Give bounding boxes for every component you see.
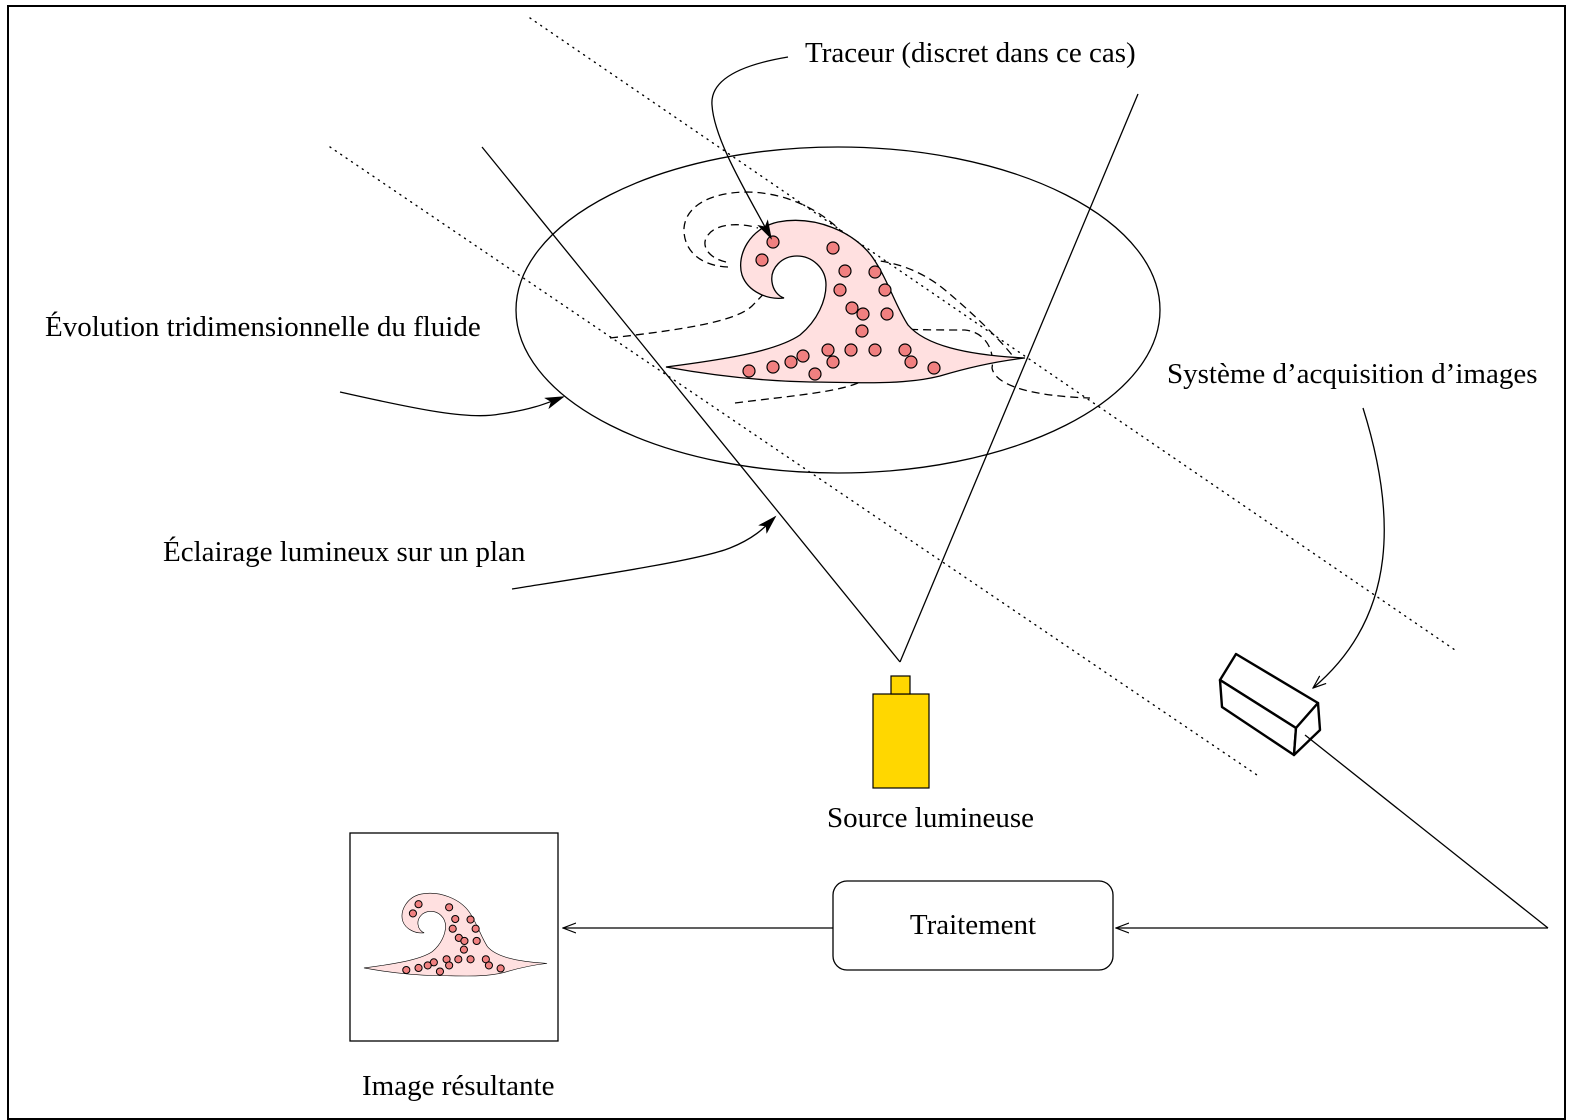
tracer-particle [898,343,912,357]
result-tracer-particles [403,901,504,975]
dashed-curve [683,191,843,268]
tracer-particle [424,962,431,969]
tracer-particle [927,361,941,375]
tracer-particle [742,364,756,378]
tracer-particle [808,367,822,381]
tracer-particle [821,343,835,357]
tracer-particle [856,307,870,321]
tracer-particle [755,253,769,267]
tracer-particles [742,235,941,381]
tracer-particle [436,968,443,975]
light-source [872,675,930,789]
dashed-curve [609,289,769,339]
tracer-particle [796,349,810,363]
tracer-particle [868,265,882,279]
diagram-frame [7,5,1566,1120]
illumination-label: Éclairage lumineux sur un plan [163,535,526,568]
tracer-particle [415,964,422,971]
tracer-particle [467,916,474,923]
tracer-particle [838,264,852,278]
camera [1218,652,1322,757]
camera-output-line [1304,734,1549,929]
tracer-label: Traceur (discret dans ce cas) [805,37,1136,69]
tracer-particle [452,915,459,922]
tracer-particle [455,956,462,963]
camera-front-face [1292,701,1322,757]
tracer-particle [461,937,468,944]
tracer-particle [826,241,840,255]
tracer-particle [766,360,780,374]
result-image-label: Image résultante [362,1070,554,1102]
tracer-particle [460,946,467,953]
light-cone-right [899,93,1139,663]
processing-box [832,880,1114,971]
tracer-particle [467,956,474,963]
dashed-curve [704,224,759,263]
fluid-evolution-arrow [339,391,565,417]
tracer-particle [880,307,894,321]
fluid-evolution-label: Évolution tridimensionnelle du fluide [45,310,481,343]
light-source-label: Source lumineuse [827,802,1034,834]
tracer-particle [784,355,798,369]
acquisition-system-arrow [1313,407,1385,688]
tracer-particle [904,355,918,369]
tracer-particle [766,235,780,249]
processing-label: Traitement [910,909,1036,941]
tracer-particle [497,965,504,972]
tracer-arrow [711,56,789,240]
tracer-particle [415,901,422,908]
tracer-particle [878,283,892,297]
tracer-particle [449,925,456,932]
light-plane-lower-edge [329,146,1258,776]
tracer-particle [446,904,453,911]
fluid-volume-ellipse [515,146,1161,474]
tracer-particle [826,355,840,369]
tracer-particle [844,343,858,357]
light-source-cap [890,675,911,695]
tracer-particle [472,925,479,932]
tracer-particle [473,937,480,944]
tracer-particle [833,283,847,297]
tracer-particle [485,962,492,969]
acquisition-system-label: Système d’acquisition d’images [1167,358,1538,390]
light-source-body [872,693,930,789]
tracer-particle [403,966,410,973]
fluid-wave [665,219,1026,384]
tracer-particle [845,301,859,315]
light-cone-left [481,146,901,663]
tracer-particle [855,324,869,338]
tracer-particle [446,962,453,969]
illumination-arrow [511,515,777,590]
tracer-particle [868,343,882,357]
tracer-particle [409,910,416,917]
result-image-content [363,892,548,977]
